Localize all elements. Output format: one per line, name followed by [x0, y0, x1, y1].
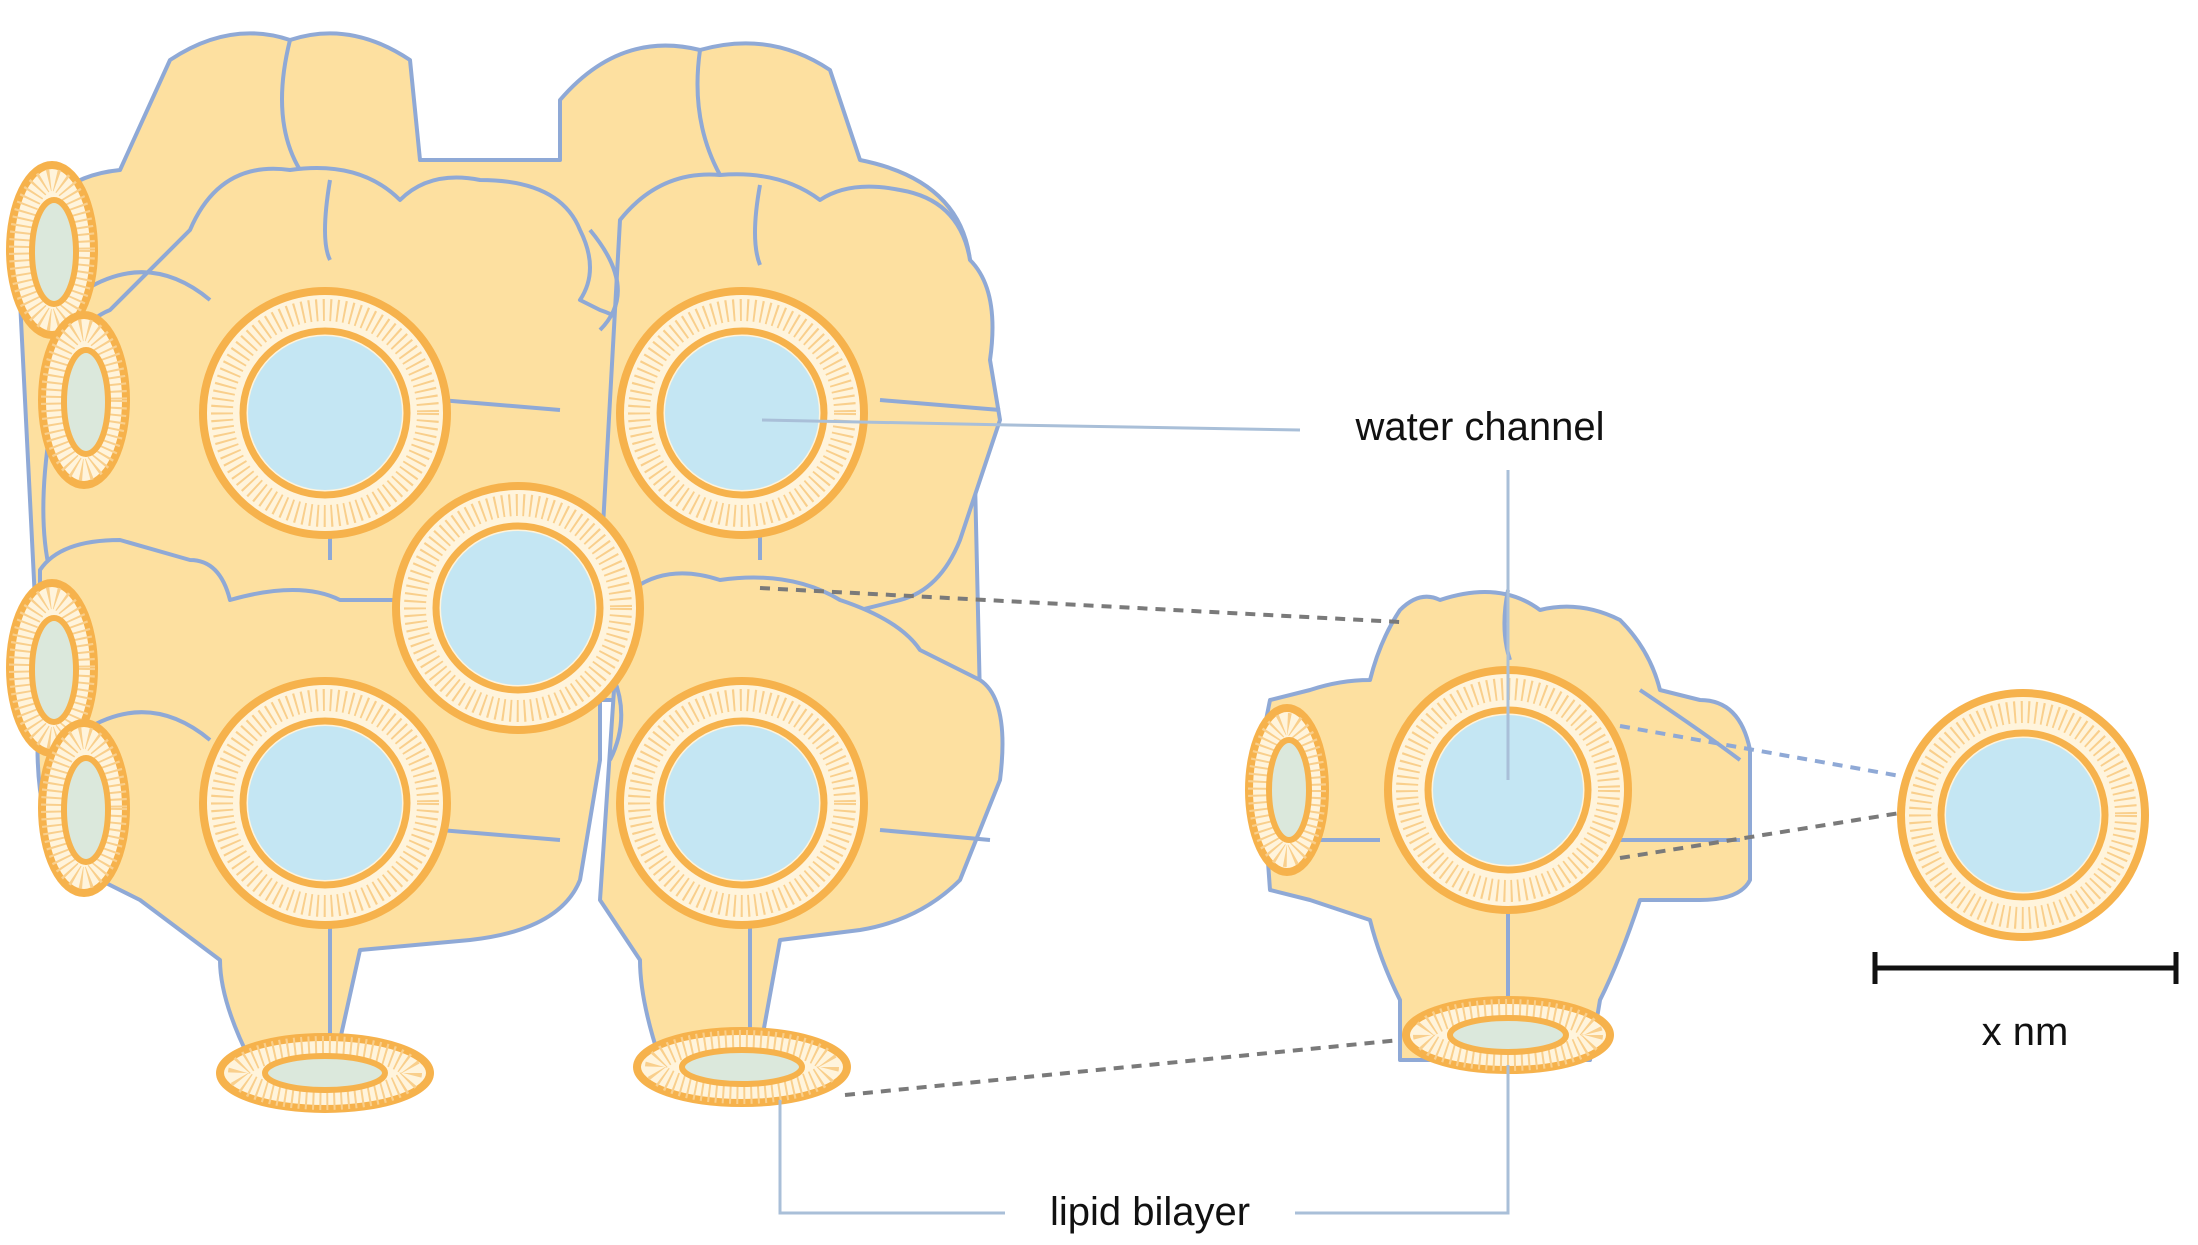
lattice-channel-4 — [199, 677, 451, 929]
lattice-end-cap-2 — [38, 311, 130, 489]
lattice-channel-2 — [616, 287, 868, 539]
zoom-lines — [759, 586, 1901, 1097]
unit-cell — [1245, 589, 1752, 1074]
isolated-channel — [1897, 689, 2149, 941]
lattice-end-cap-3 — [6, 579, 98, 757]
lattice-channel-3 — [392, 482, 644, 734]
lipid-bilayer-label: lipid bilayer — [1050, 1190, 1250, 1234]
unit-channel — [1384, 666, 1632, 914]
cubic-lattice — [6, 31, 1005, 1113]
scale-bar-label: x nm — [1982, 1010, 2069, 1054]
lattice-bottom-cap-1 — [216, 1033, 434, 1113]
unit-left-cap — [1245, 704, 1329, 876]
lattice-bottom-cap-2 — [633, 1027, 851, 1107]
lattice-channel-5 — [616, 677, 868, 929]
scale-bar — [1872, 952, 2179, 984]
water-channel-label: water channel — [1354, 405, 1604, 449]
callout-lines — [761, 418, 1510, 1215]
unit-bottom-cap — [1402, 996, 1614, 1074]
lattice-end-cap-4 — [38, 719, 130, 897]
lattice-channel-1 — [199, 287, 451, 539]
lattice-end-cap-1 — [6, 161, 98, 339]
